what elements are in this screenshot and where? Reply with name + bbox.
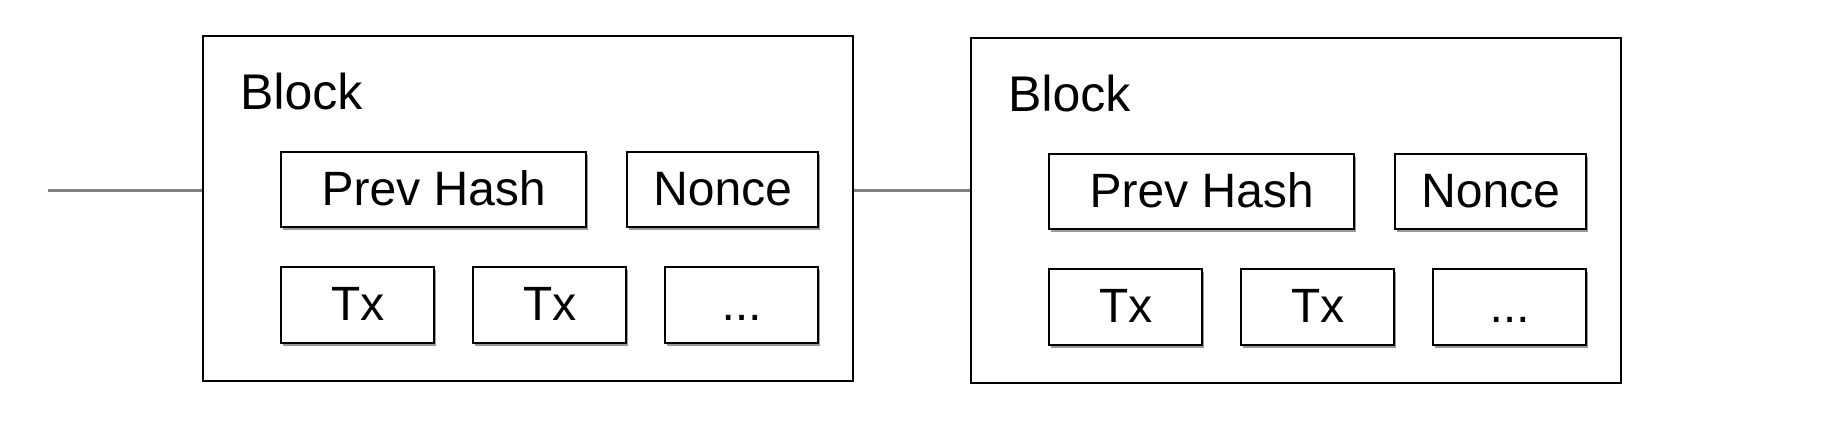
block-1-tx-box-1: Tx: [280, 266, 435, 344]
block-2-tx-box-2: Tx: [1240, 268, 1395, 346]
block-1-nonce-box: Nonce: [626, 151, 819, 228]
block-2: Block Prev Hash Nonce Tx Tx ...: [970, 37, 1622, 384]
block-2-header-row: Prev Hash Nonce: [1048, 153, 1587, 230]
block-1: Block Prev Hash Nonce Tx Tx ...: [202, 35, 854, 382]
block-1-prev-hash-box: Prev Hash: [280, 151, 587, 228]
block-1-tx-box-2: Tx: [472, 266, 627, 344]
block-2-prev-hash-box: Prev Hash: [1048, 153, 1355, 230]
block-2-tx-row: Tx Tx ...: [1048, 268, 1587, 346]
block-1-header-row: Prev Hash Nonce: [280, 151, 819, 228]
incoming-arrow-line: [48, 189, 238, 192]
chain-link-arrow-line: [854, 189, 1007, 192]
block-1-title: Block: [240, 64, 363, 120]
block-2-title: Block: [1008, 66, 1131, 122]
block-1-more-tx-box: ...: [664, 266, 819, 344]
block-1-tx-row: Tx Tx ...: [280, 266, 819, 344]
block-2-tx-box-1: Tx: [1048, 268, 1203, 346]
block-2-more-tx-box: ...: [1432, 268, 1587, 346]
block-2-nonce-box: Nonce: [1394, 153, 1587, 230]
